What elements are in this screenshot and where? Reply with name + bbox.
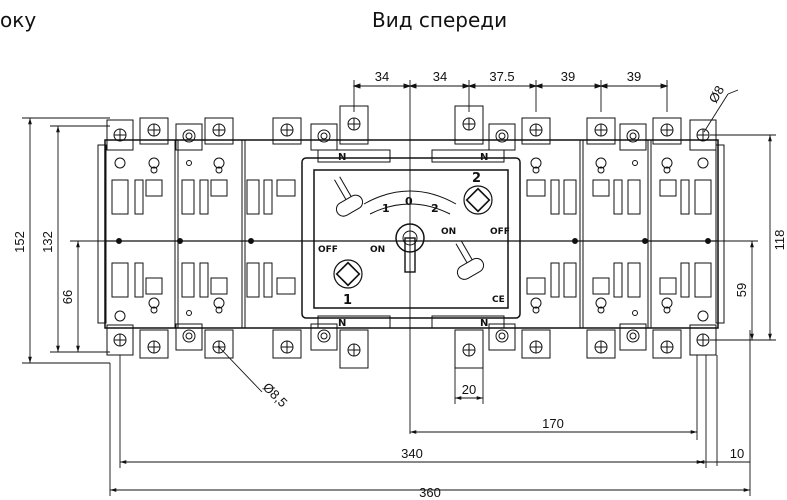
module-internals <box>111 149 712 329</box>
dim-width-20: 20 <box>462 382 476 397</box>
top-terminals <box>106 105 717 151</box>
dial-position-0: 0 <box>405 195 413 208</box>
partial-heading: оку <box>0 8 37 32</box>
dim-top-39-a: 39 <box>561 69 575 84</box>
dim-width-10: 10 <box>730 446 744 461</box>
dim-height-152: 152 <box>12 231 27 253</box>
dim-height-118: 118 <box>772 230 787 251</box>
switch-body <box>97 139 725 329</box>
n-label-bottom-left: N <box>338 318 346 329</box>
off-label-right: OFF <box>490 227 510 237</box>
dim-top-34-a: 34 <box>375 69 389 84</box>
n-label-bottom-right: N <box>480 318 488 329</box>
n-label-top-right: N <box>480 152 488 163</box>
dial-position-1: 1 <box>382 202 390 215</box>
dim-diameter-8-5: Ø8,5 <box>260 380 291 411</box>
switch-number-2: 2 <box>472 171 481 186</box>
dim-height-66: 66 <box>60 290 75 304</box>
dim-width-360: 360 <box>419 485 441 500</box>
ce-mark: CE <box>492 295 505 305</box>
switch-number-1: 1 <box>343 293 352 308</box>
on-label-right: ON <box>441 227 456 237</box>
dim-top-34-b: 34 <box>433 69 447 84</box>
dimension-lines <box>22 80 776 496</box>
dim-height-59: 59 <box>734 283 749 297</box>
dial-position-2: 2 <box>431 202 439 215</box>
dim-width-340: 340 <box>401 446 423 461</box>
dim-width-170: 170 <box>542 416 564 431</box>
bottom-terminals <box>106 323 717 369</box>
off-label-left: OFF <box>318 245 338 255</box>
operator-panel <box>301 157 521 319</box>
on-label-left: ON <box>370 245 385 255</box>
dim-diameter-8: Ø8 <box>706 83 728 106</box>
dim-height-132: 132 <box>40 231 55 253</box>
dim-top-37-5: 37.5 <box>489 69 514 84</box>
dim-top-39-b: 39 <box>627 69 641 84</box>
n-label-top-left: N <box>338 152 346 163</box>
front-view-heading: Вид спереди <box>372 8 508 32</box>
